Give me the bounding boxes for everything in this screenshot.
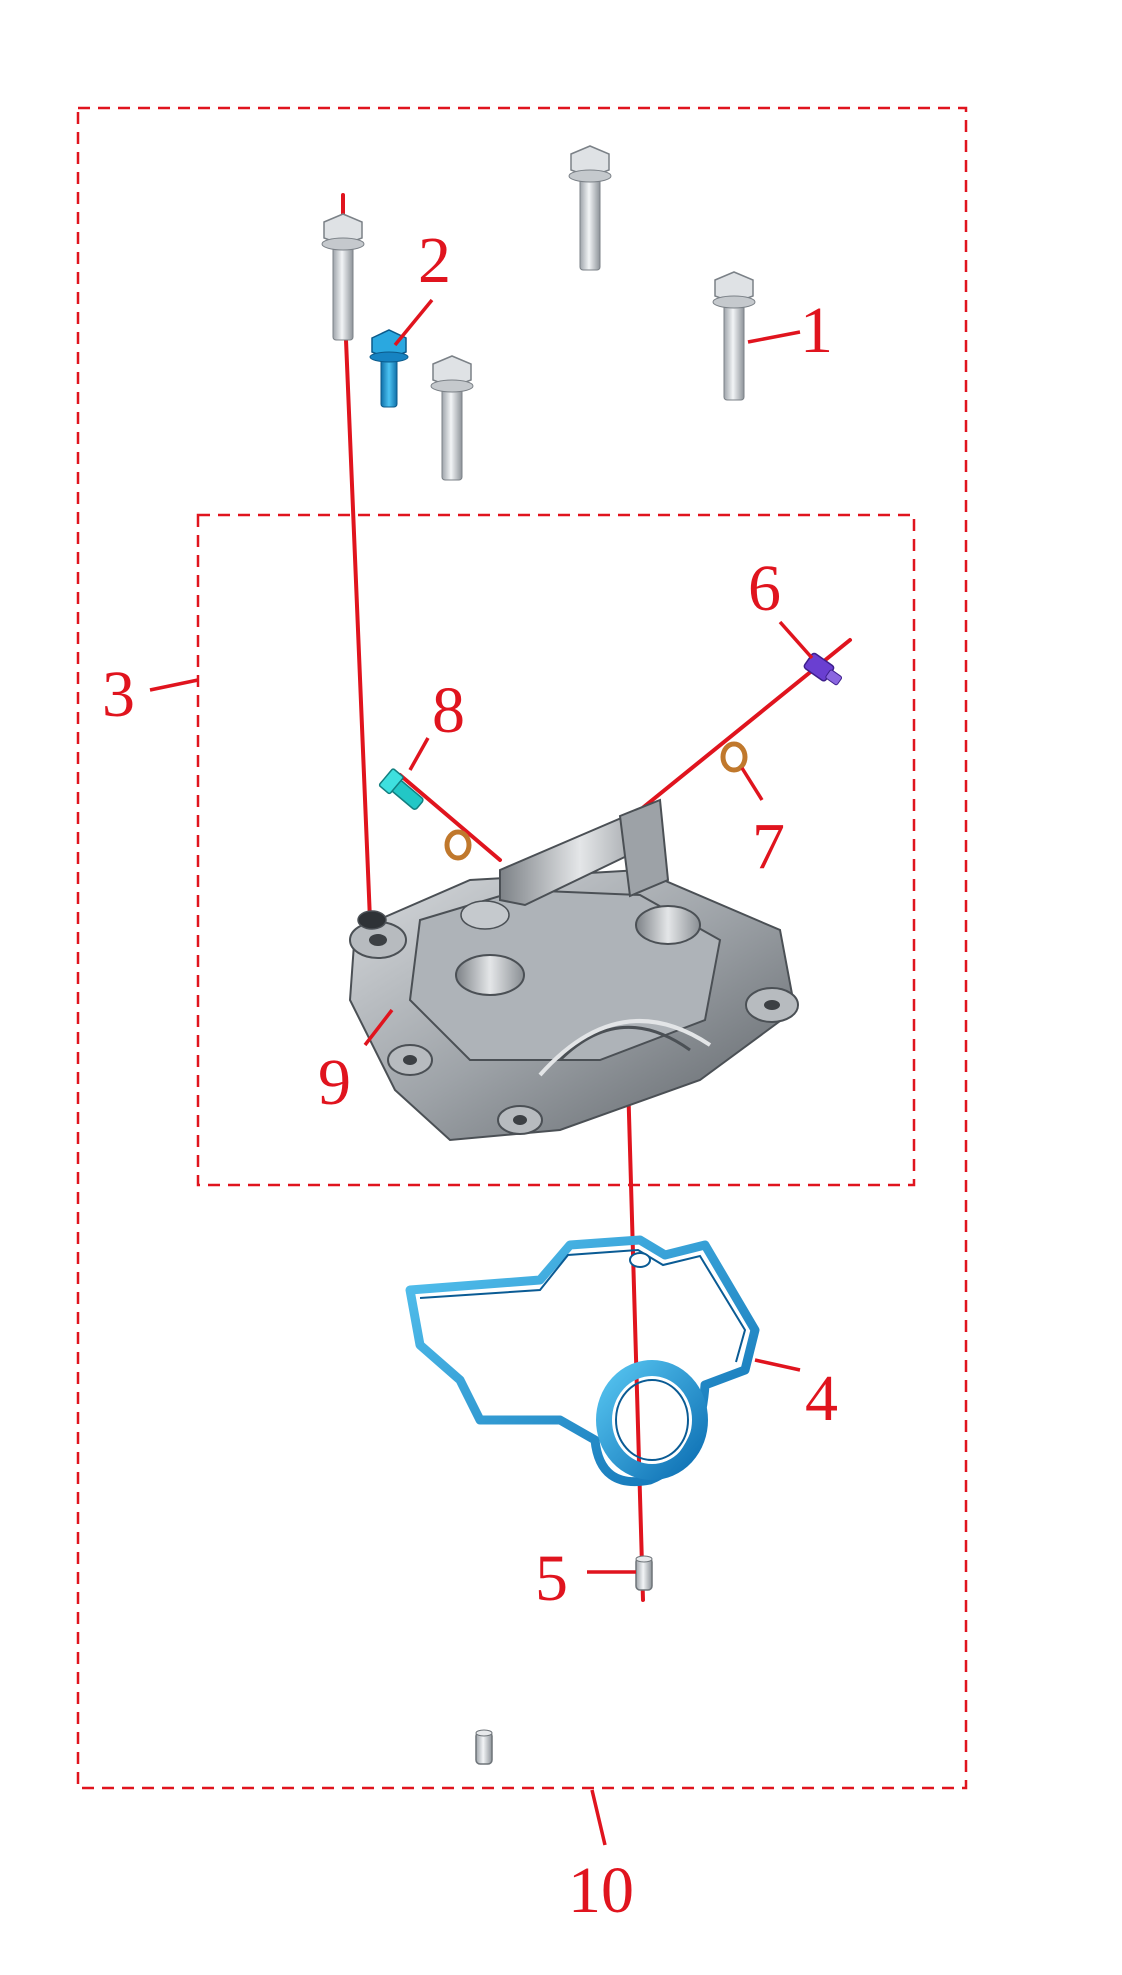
- callout-3: 3: [102, 658, 135, 731]
- callout-8: 8: [432, 674, 465, 747]
- washer-icon: [720, 741, 748, 773]
- callout-4: 4: [805, 1362, 838, 1435]
- bolt-long-icon: [430, 355, 474, 481]
- bolt-long-icon: [568, 145, 612, 271]
- bolt-long-icon: [712, 271, 756, 401]
- bolt-purple-icon: [803, 652, 843, 686]
- assembly-axis-lines: [341, 193, 852, 1602]
- assembly-boundary-10: [76, 106, 968, 1790]
- dowel-pin-icon: [635, 1555, 653, 1591]
- callout-6: 6: [748, 552, 781, 625]
- washer-icon: [444, 829, 472, 861]
- dowel-pin-icon: [475, 1729, 493, 1765]
- callout-1: 1: [800, 294, 833, 367]
- bolt-blue-icon: [369, 329, 409, 408]
- cylinder-housing-icon: [348, 798, 799, 1142]
- callout-9: 9: [318, 1046, 351, 1119]
- gasket-icon: [405, 1235, 760, 1487]
- callout-2: 2: [418, 224, 451, 297]
- assembly-boundary-3: [196, 513, 916, 1187]
- callout-7: 7: [752, 810, 785, 883]
- callout-5: 5: [535, 1542, 568, 1615]
- bolt-long-icon: [321, 213, 365, 341]
- callout-leaders: [149, 298, 814, 1846]
- bolt-cyan-icon: [378, 768, 424, 810]
- callout-10: 10: [568, 1854, 634, 1927]
